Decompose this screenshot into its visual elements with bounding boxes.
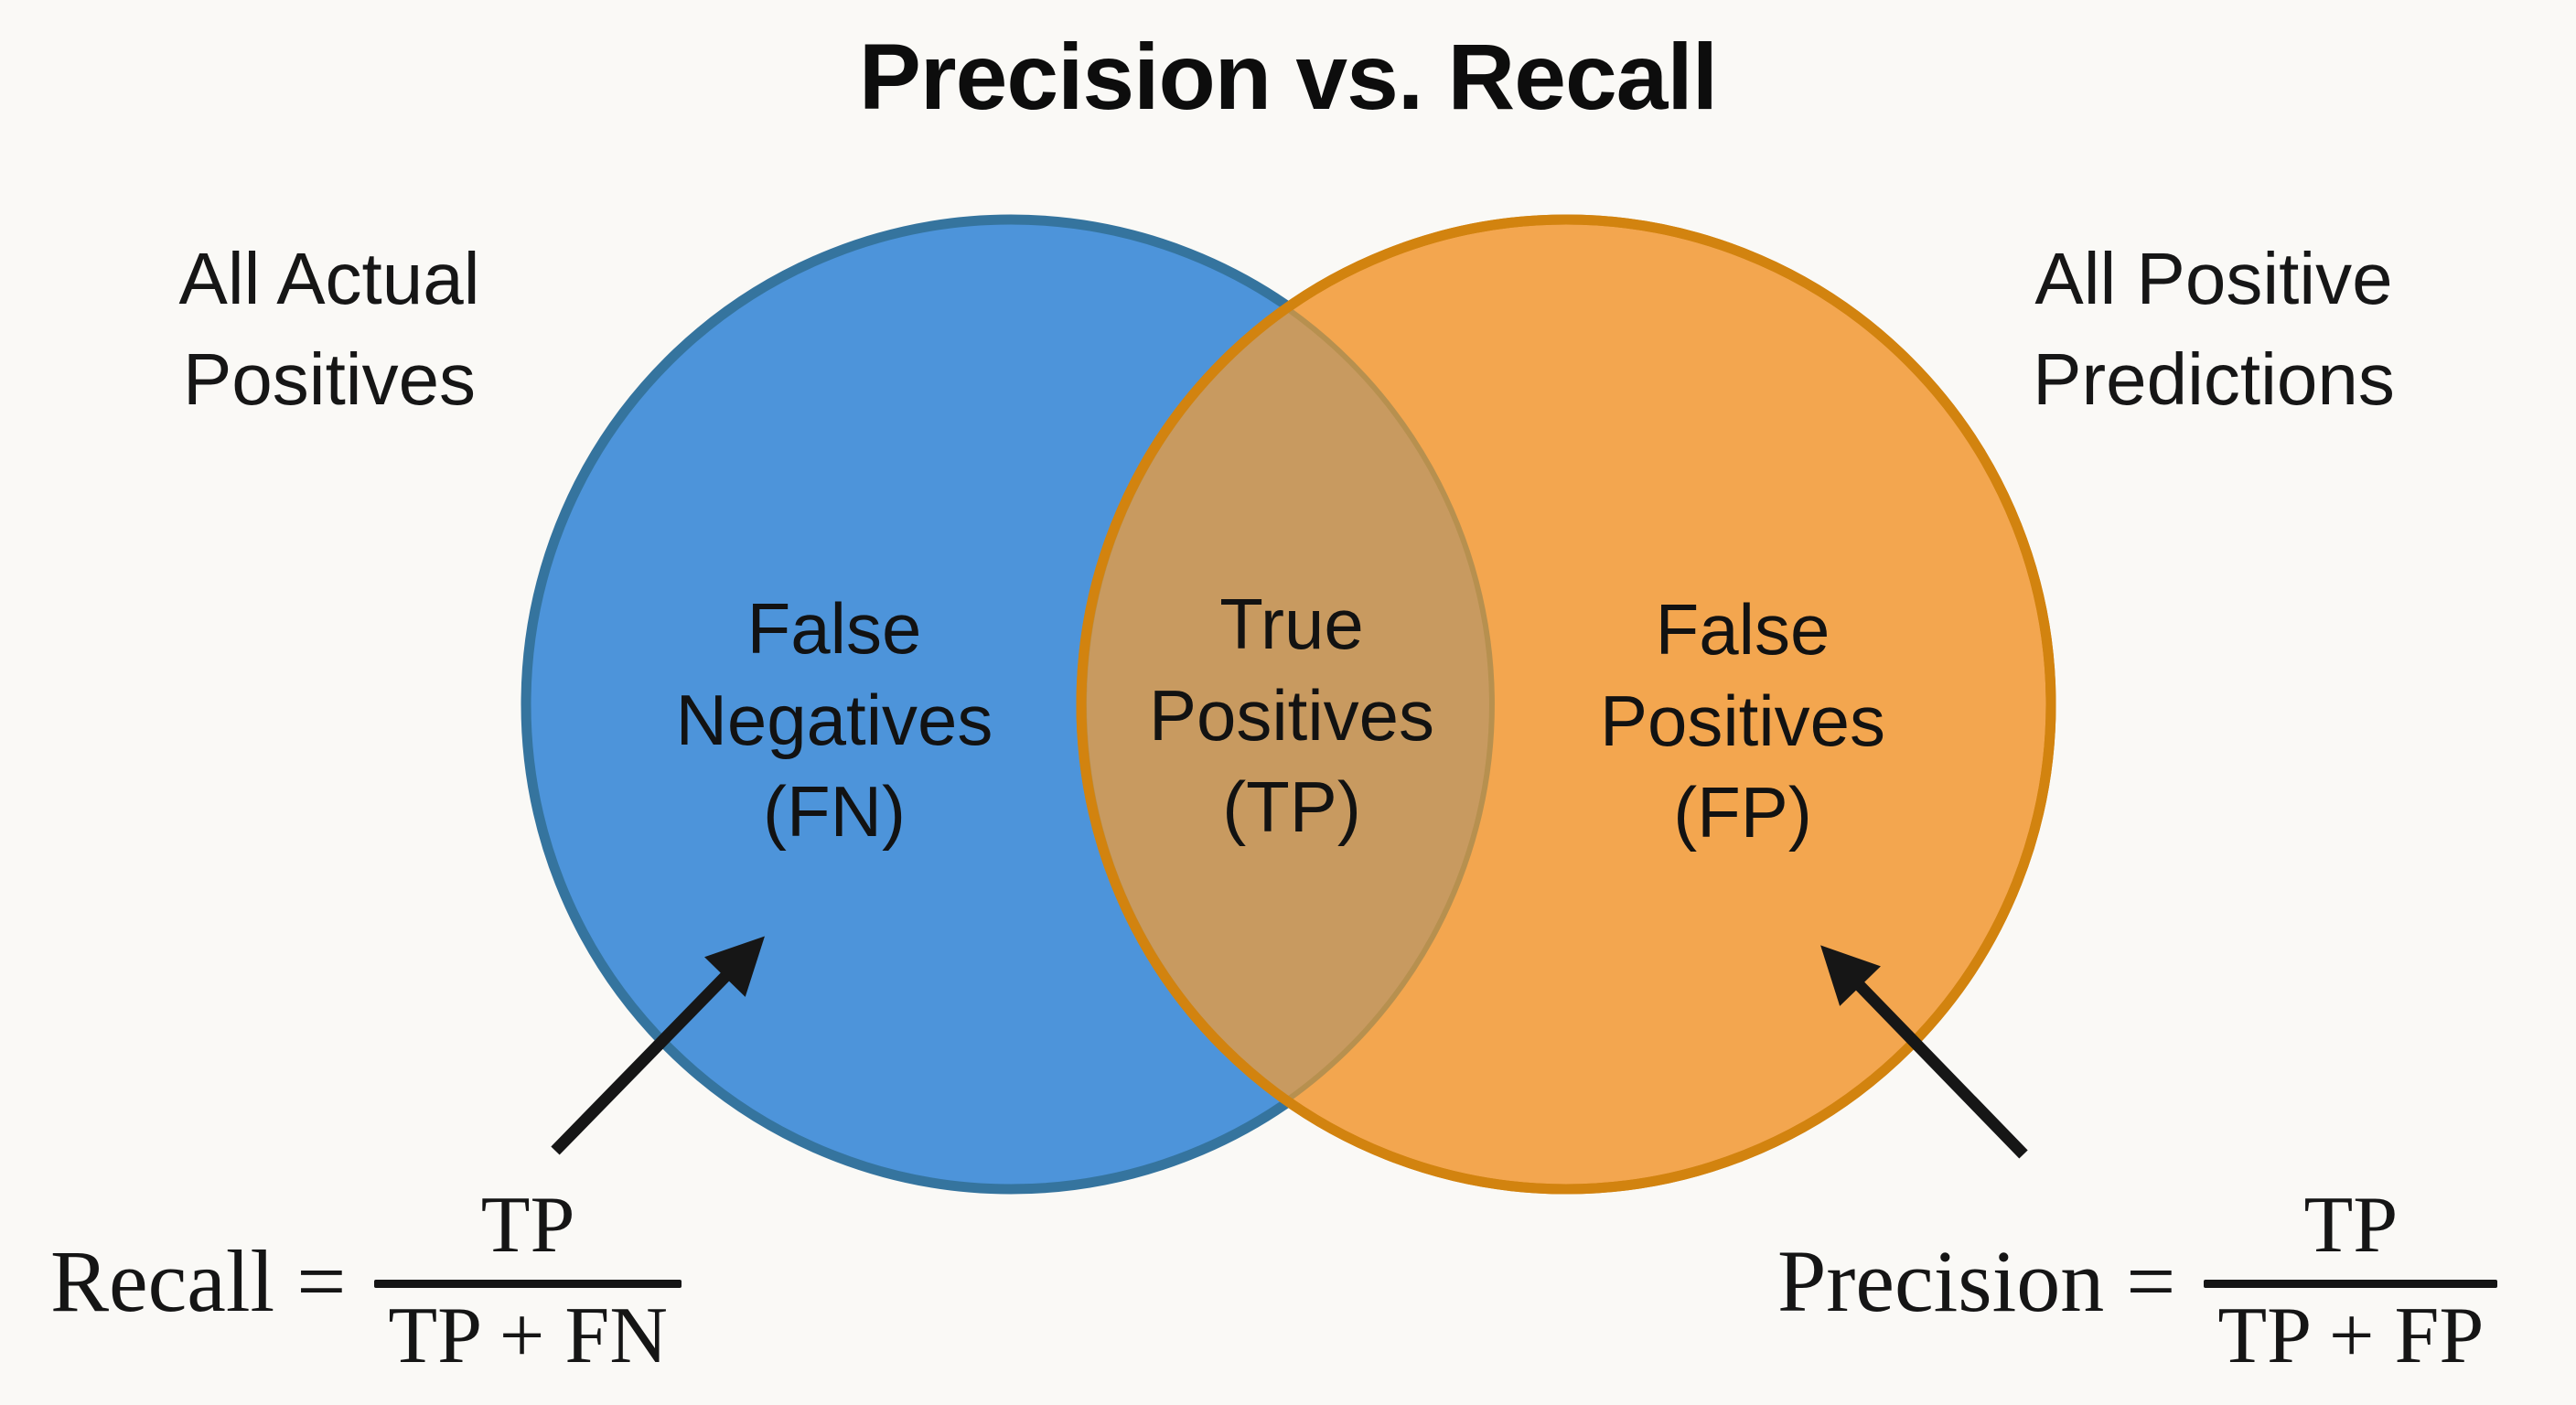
recall-formula-numerator: TP — [480, 1180, 575, 1270]
precision-formula-denominator: TP + FP — [2217, 1291, 2485, 1380]
region-label-true-positives: True Positives (TP) — [1148, 584, 1435, 847]
precision-formula: Precision = TP TP + FP — [1777, 1164, 2498, 1398]
precision-formula-fraction: TP TP + FP — [2204, 1180, 2498, 1380]
page-title: Precision vs. Recall — [858, 25, 1718, 129]
fraction-bar — [374, 1279, 682, 1288]
label-all-actual-positives: All Actual Positives — [178, 238, 480, 420]
recall-formula-denominator: TP + FN — [388, 1291, 668, 1380]
orange-circle-border-overlay — [1076, 214, 2056, 1195]
recall-formula: Recall = TP TP + FN — [50, 1164, 682, 1398]
label-all-positive-predictions: All Positive Predictions — [2033, 238, 2395, 420]
recall-formula-lhs: Recall = — [50, 1231, 347, 1330]
recall-formula-fraction: TP TP + FN — [374, 1180, 682, 1380]
recall-arrow — [551, 936, 765, 1155]
region-label-false-negatives: False Negatives (FN) — [675, 588, 993, 852]
precision-formula-lhs: Precision = — [1777, 1231, 2176, 1330]
precision-formula-numerator: TP — [2303, 1180, 2399, 1270]
precision-arrow — [1820, 945, 2028, 1159]
fraction-bar — [2204, 1279, 2498, 1288]
region-label-false-positives: False Positives (FP) — [1599, 589, 1886, 853]
